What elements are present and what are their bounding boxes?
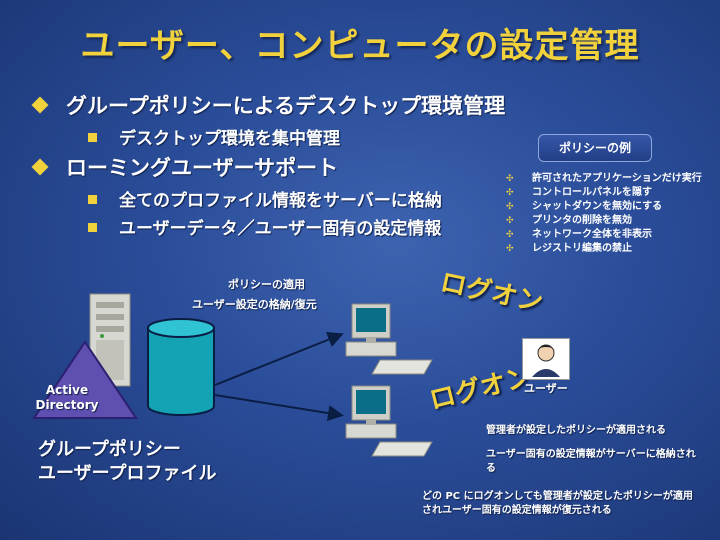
star-bullet-icon: ✣	[506, 188, 514, 198]
square-bullet-icon	[88, 222, 97, 232]
sub-bullet-text: ユーザーデータ／ユーザー固有の設定情報	[119, 219, 442, 239]
star-bullet-icon: ✣	[506, 202, 514, 212]
group-policy-profile-label: グループポリシー ユーザープロファイル	[38, 439, 217, 484]
note-policy-applied: 管理者が設定したポリシーが適用される	[486, 425, 666, 436]
list-item: ✣許可されたアプリケーションだけ実行	[506, 173, 702, 184]
user-icon	[532, 344, 560, 377]
sub-bullet-user-data: ユーザーデータ／ユーザー固有の設定情報	[88, 214, 441, 239]
star-bullet-icon: ✣	[506, 230, 514, 240]
user-avatar	[522, 338, 570, 380]
active-directory-triangle-icon	[32, 340, 138, 419]
sub-bullet-text: 全てのプロファイル情報をサーバーに格納	[119, 191, 442, 211]
star-bullet-icon: ✣	[506, 174, 514, 184]
arrows-icon	[214, 332, 344, 422]
list-item: ✣プリンタの削除を無効	[506, 215, 632, 226]
note-settings-restored: どの PC にログオンしても管理者が設定したポリシーが適用されユーザー固有の設定…	[422, 491, 693, 516]
sub-bullet-desktop: デスクトップ環境を集中管理	[88, 124, 340, 149]
list-item: ✣シャットダウンを無効にする	[506, 201, 663, 212]
user-label: ユーザー	[524, 382, 568, 395]
square-bullet-icon	[88, 194, 97, 204]
computer-bottom-icon	[345, 385, 433, 457]
logon-label-top: ログオン	[437, 267, 546, 319]
star-bullet-icon: ✣	[506, 216, 514, 226]
logon-label-bottom: ログオン	[426, 361, 535, 417]
policy-example-box: ポリシーの例	[538, 134, 652, 162]
computer-top-icon	[345, 303, 433, 375]
square-bullet-icon	[88, 132, 97, 142]
diamond-bullet-icon	[31, 158, 49, 176]
active-directory-label: Active Directory	[35, 383, 99, 412]
star-bullet-icon: ✣	[506, 244, 514, 254]
diamond-bullet-icon	[31, 96, 49, 114]
bullet-desktop-management: グループポリシーによるデスクトップ環境管理	[31, 90, 506, 120]
bullet-text: グループポリシーによるデスクトップ環境管理	[66, 94, 506, 118]
sub-bullet-profile-server: 全てのプロファイル情報をサーバーに格納	[88, 186, 442, 211]
apply-policy-label: ポリシーの適用	[228, 278, 305, 291]
page-title: ユーザー、コンピュータの設定管理	[80, 26, 640, 66]
list-item: ✣ネットワーク全体を非表示	[506, 229, 652, 240]
sub-bullet-text: デスクトップ環境を集中管理	[119, 129, 340, 149]
bullet-roaming: ローミングユーザーサポート	[31, 152, 339, 182]
user-settings-label: ユーザー設定の格納/復元	[192, 298, 317, 311]
bullet-text: ローミングユーザーサポート	[66, 156, 339, 180]
database-cylinder-icon	[147, 318, 215, 416]
list-item: ✣コントロールパネルを隠す	[506, 187, 652, 198]
note-settings-stored: ユーザー固有の設定情報がサーバーに格納される	[486, 449, 696, 474]
list-item: ✣レジストリ編集の禁止	[506, 243, 632, 254]
policy-example-list: ✣許可されたアプリケーションだけ実行 ✣コントロールパネルを隠す ✣シャットダウ…	[506, 172, 711, 256]
